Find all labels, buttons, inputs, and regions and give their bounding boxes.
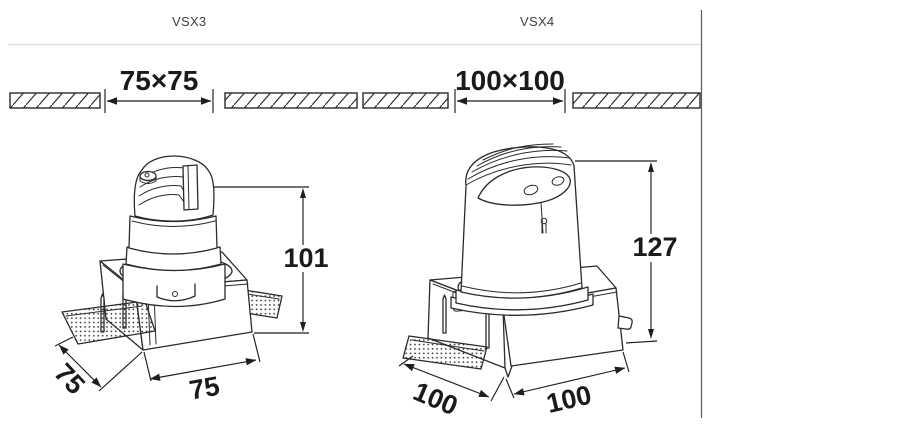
left-mounting-flange (61, 300, 156, 345)
vsx3-height-dimension-text: 101 (283, 243, 328, 273)
body-seam-line (461, 282, 582, 294)
width-extension-lines (505, 351, 630, 399)
cap-post-hole (144, 172, 150, 178)
flange-edge-line (411, 339, 485, 352)
vsx4-height-dimension-text: 127 (632, 232, 677, 262)
vsx3-width-dimension-text: 75 (187, 371, 222, 406)
keyhole-slot (541, 223, 547, 234)
vent-hole (551, 176, 565, 186)
width-dimension-line (513, 366, 626, 396)
vsx4-fixture-drawing (402, 143, 633, 378)
vsx4-model-label: VSX4 (520, 14, 554, 29)
depth-extension-lines (54, 336, 143, 392)
screw-detail (172, 291, 178, 297)
arrowhead (300, 188, 306, 198)
arrowhead (648, 329, 654, 339)
heatsink-fin (465, 162, 572, 186)
height-extension-line (625, 340, 658, 344)
vsx4-dimensions: 127 100 100 (398, 160, 678, 421)
cap-ridge-line (138, 194, 185, 206)
vsx3-ceiling-cutout-diagram: 75×75 (9, 65, 358, 113)
spring-clip-pin (485, 309, 490, 349)
heatsink-angled-face (477, 166, 571, 206)
vsx3-cutout-dimension-text: 75×75 (120, 65, 199, 96)
ceiling-hatch-bar (224, 92, 358, 109)
heatsink-fin (482, 143, 554, 161)
flange-edge-line (246, 293, 280, 300)
bottom-corner-notch (504, 365, 513, 378)
cap-slot-inner-line (187, 165, 190, 210)
vent-hole (523, 184, 539, 196)
vsx3-model-label: VSX3 (172, 14, 206, 29)
depth-dimension-line (403, 363, 490, 398)
heatsink-fin (476, 146, 562, 167)
arrowhead (300, 322, 306, 332)
vsx4-section: VSX4 100×100 (362, 14, 701, 421)
collar-front-notch (156, 283, 196, 302)
heatsink-fin (467, 156, 571, 180)
ceiling-hatch-bar (362, 92, 449, 109)
vsx3-section: VSX3 75×75 (9, 14, 358, 406)
body-seam-line (131, 220, 216, 227)
spring-clip-pin (442, 294, 447, 334)
vsx4-cutout-dimension-text: 100×100 (455, 65, 565, 96)
lamp-cap (133, 155, 215, 222)
vsx4-ceiling-cutout-diagram: 100×100 (362, 65, 701, 113)
depth-extension-lines (398, 355, 505, 402)
flange-edge-line (65, 305, 143, 317)
vsx3-depth-dimension-text: 75 (48, 358, 90, 400)
side-clip-tab (617, 315, 633, 330)
cap-slot (182, 164, 199, 211)
cap-post-side (139, 175, 157, 184)
cap-ridge-line (138, 185, 186, 197)
arrowhead (648, 162, 654, 172)
depth-dimension-line (58, 344, 102, 388)
ceiling-hatch-bar (9, 92, 101, 109)
keyhole-detail (540, 217, 548, 225)
width-dimension-line (149, 358, 257, 381)
body-seam-line (540, 202, 544, 234)
vsx3-fixture-drawing (61, 155, 283, 351)
heatsink-fin (471, 149, 568, 173)
ceiling-hatch-bar (572, 92, 701, 109)
